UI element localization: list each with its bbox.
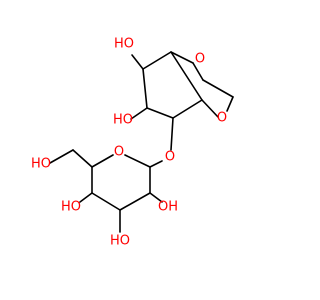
bond-o-ring-c4 [201,99,219,118]
bond-c3-c7 [146,107,174,119]
atom-labels: O O O O HO HO HO HO OH HO [31,37,227,249]
hydroxyl-sugar-c2: OH [158,200,178,215]
bond-c6s-oh [49,149,74,164]
atom-o-glycosidic: O [165,150,175,165]
bond-c4s-oh [79,192,93,203]
molecule-structure-diagram: O O O O HO HO HO HO OH HO [31,37,234,249]
bond-c6-o-ring [226,96,234,112]
bond-c1-oh-upper [131,54,144,70]
bond-lines [49,51,234,233]
atom-o-pyranose-ring: O [114,145,124,160]
bond-o-bridge-c5 [192,62,204,81]
bond-c1-c2 [142,51,172,70]
bond-c5s-c6s [72,149,93,168]
bond-c7-o-glycosidic [170,117,174,151]
bond-c2s-oh [149,192,163,203]
hydroxyl-sugar-c4: HO [61,200,81,215]
bond-c5-c6 [202,79,234,98]
bond-c3s-c2s [119,192,151,211]
bond-c4-c7 [172,99,203,119]
hydroxymethyl-oh: HO [31,157,51,172]
bond-c4s-c3s [91,192,121,211]
hydroxyl-sugar-c3: HO [110,234,130,249]
atom-o-bridge-top: O [195,52,205,67]
bond-c2-o-bridge [170,51,194,64]
bond-c1s-o-pyranose [124,154,151,168]
bond-c1-c3 [142,68,148,109]
bond-o-pyranose-c5s [91,154,114,168]
bond-c2-c4 [170,51,203,101]
bond-c3-oh-lower [130,107,148,120]
bond-o-glycosidic-c1s [149,160,163,168]
hydroxyl-lower-left: HO [113,113,133,128]
hydroxyl-upper-left: HO [114,37,134,52]
atom-o-bridge-right: O [217,111,227,126]
